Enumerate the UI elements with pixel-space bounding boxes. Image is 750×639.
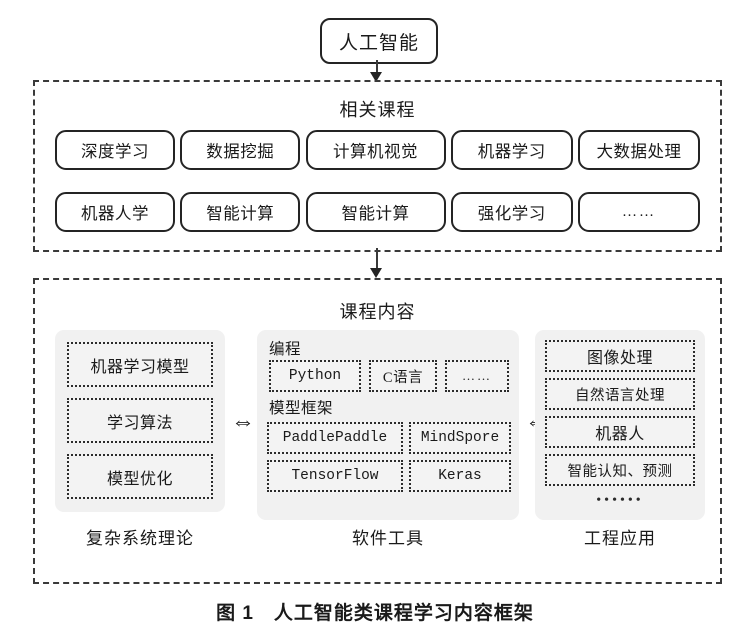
panel-label-software-tools: 软件工具 — [352, 529, 424, 548]
content-item-label: 模型优化 — [106, 470, 173, 488]
content-item-label: 机器人 — [595, 426, 645, 443]
course-chip[interactable]: 智能计算 — [180, 192, 301, 232]
panel-engineering-applications: 图像处理 自然语言处理 机器人 智能认知、预测 •••••• — [535, 330, 705, 520]
course-chip-label: 智能计算 — [206, 204, 275, 223]
course-chip-label: 计算机视觉 — [333, 142, 418, 161]
figure-caption: 图 1 人工智能类课程学习内容框架 — [216, 603, 534, 624]
connector-line-root-to-courses — [376, 60, 378, 74]
content-item[interactable]: MindSpore — [409, 422, 511, 454]
content-item[interactable]: 图像处理 — [545, 340, 695, 372]
course-chip[interactable]: 智能计算 — [305, 192, 446, 232]
content-item-label: Keras — [438, 468, 482, 484]
content-item[interactable]: Keras — [409, 460, 511, 492]
root-node-artificial-intelligence: 人工智能 — [320, 18, 438, 64]
connector-arrowhead-root-to-courses — [370, 72, 382, 82]
content-item-label: PaddlePaddle — [282, 430, 388, 446]
content-item[interactable]: 智能认知、预测 — [545, 454, 695, 486]
course-chip-label: 数据挖掘 — [206, 142, 275, 161]
related-courses-row-1: 深度学习 数据挖掘 计算机视觉 机器学习 大数据处理 — [55, 130, 700, 170]
content-item[interactable]: 机器人 — [545, 416, 695, 448]
group-title-course-content: 课程内容 — [339, 302, 416, 322]
panel-software-tools: 编程 Python C语言 …… 模型框架 PaddlePaddle MindS… — [257, 330, 519, 520]
course-chip[interactable]: 深度学习 — [55, 130, 175, 170]
content-item-ellipsis: •••••• — [596, 493, 644, 508]
content-item-label: Python — [288, 368, 342, 384]
course-chip[interactable]: 数据挖掘 — [180, 130, 301, 170]
content-item[interactable]: 机器学习模型 — [67, 342, 213, 387]
course-chip-label: 强化学习 — [477, 204, 546, 223]
course-chip[interactable]: 大数据处理 — [578, 130, 700, 170]
content-item[interactable]: TensorFlow — [267, 460, 403, 492]
connector-line-courses-to-content — [376, 248, 378, 270]
course-chip[interactable]: 机器学习 — [450, 130, 573, 170]
group-related-courses: 相关课程 深度学习 数据挖掘 计算机视觉 机器学习 大数据处理 机器人学 智能计… — [33, 80, 722, 252]
content-item-label: TensorFlow — [291, 468, 379, 484]
content-item[interactable]: 学习算法 — [67, 398, 213, 443]
content-item-label: C语言 — [382, 369, 424, 386]
content-item-label: 学习算法 — [106, 414, 173, 432]
content-item[interactable]: 自然语言处理 — [545, 378, 695, 410]
content-item-label: 机器学习模型 — [90, 358, 190, 376]
course-chip-ellipsis: …… — [578, 192, 700, 232]
section-title-programming: 编程 — [269, 341, 302, 358]
content-item[interactable]: Python — [269, 360, 361, 392]
panel-label-complex-system-theory: 复杂系统理论 — [86, 529, 194, 548]
course-chip-label: 大数据处理 — [596, 142, 682, 161]
content-item-label: MindSpore — [420, 430, 500, 446]
bidirectional-arrow-left-icon: ⇔ — [231, 409, 255, 435]
course-chip[interactable]: 机器人学 — [55, 192, 175, 232]
connector-arrowhead-courses-to-content — [370, 268, 382, 278]
content-item[interactable]: 模型优化 — [67, 454, 213, 499]
section-title-model-framework: 模型框架 — [269, 400, 334, 417]
panel-complex-system-theory: 机器学习模型 学习算法 模型优化 — [55, 330, 225, 512]
related-courses-row-2: 机器人学 智能计算 智能计算 强化学习 …… — [55, 192, 700, 232]
group-title-related-courses: 相关课程 — [339, 100, 416, 120]
content-item-label: 图像处理 — [586, 350, 653, 367]
content-item-label: 自然语言处理 — [575, 387, 665, 404]
course-chip-label: 智能计算 — [341, 204, 410, 223]
course-chip[interactable]: 强化学习 — [450, 192, 573, 232]
content-item-label: 智能认知、预测 — [567, 463, 673, 480]
content-item[interactable]: PaddlePaddle — [267, 422, 403, 454]
group-course-content: 课程内容 机器学习模型 学习算法 模型优化 复杂系统理论 ⇔ 编程 Python… — [33, 278, 722, 584]
course-chip-label: …… — [622, 203, 656, 220]
panel-label-engineering-applications: 工程应用 — [584, 529, 656, 548]
root-node-label: 人工智能 — [338, 32, 419, 54]
course-chip[interactable]: 计算机视觉 — [305, 130, 446, 170]
course-chip-label: 机器学习 — [477, 142, 546, 161]
content-item[interactable]: C语言 — [369, 360, 437, 392]
course-chip-label: 机器人学 — [81, 204, 149, 223]
content-item-label: …… — [462, 368, 492, 383]
course-chip-label: 深度学习 — [81, 142, 149, 161]
content-item-ellipsis: …… — [445, 360, 509, 392]
